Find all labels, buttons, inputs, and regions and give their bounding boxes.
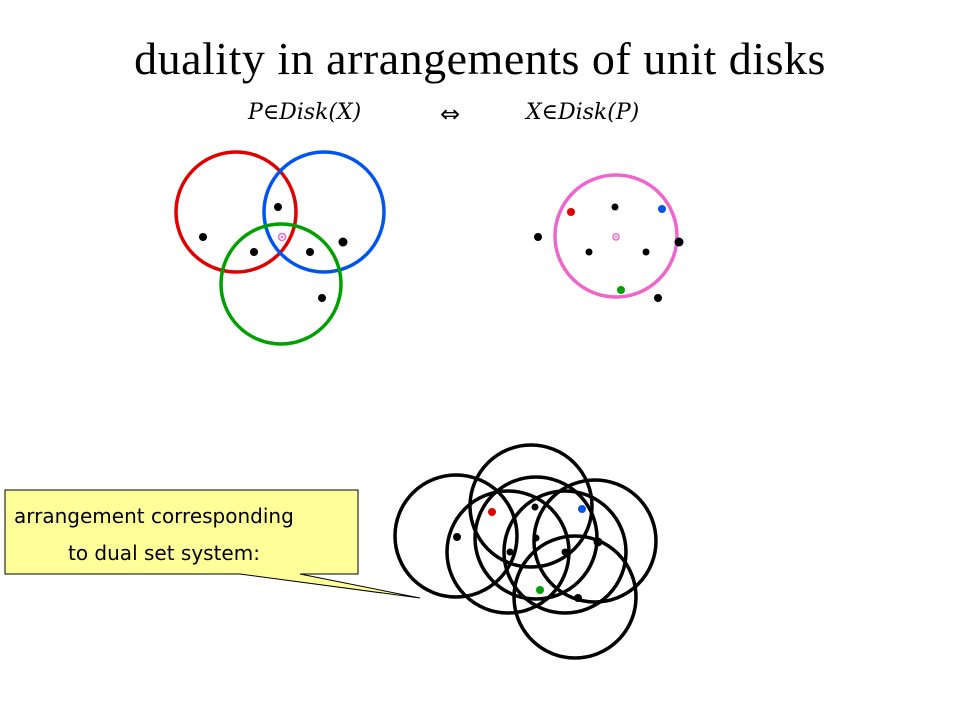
slide-title: duality in arrangements of unit disks — [134, 33, 826, 84]
point — [199, 233, 207, 241]
point — [593, 537, 603, 547]
callout-box — [4, 489, 421, 599]
unit-disk — [468, 443, 594, 569]
point — [654, 294, 662, 302]
pink-center-ring — [277, 232, 287, 242]
point — [534, 233, 542, 241]
pink-center-ring — [612, 233, 620, 241]
arrangement-points-group — [453, 503, 603, 602]
pink-center-dot — [615, 236, 617, 238]
point — [532, 534, 540, 542]
point — [674, 237, 684, 247]
primal-points-group — [199, 203, 348, 302]
pink-disk — [553, 173, 679, 299]
point — [585, 248, 593, 256]
formula-right-point: X — [526, 100, 542, 125]
formula-right-member-symbol: ∈ — [541, 100, 558, 125]
unit-disk — [445, 489, 571, 615]
point — [318, 294, 326, 302]
callout-line1: arrangement corresponding — [14, 504, 294, 528]
point — [506, 548, 514, 556]
formula-left-member-symbol: ∈ — [262, 100, 280, 125]
red-point — [488, 508, 496, 516]
arrangement-disks-group — [393, 443, 658, 660]
green-point — [536, 586, 544, 594]
formula-left-point: P — [248, 100, 263, 125]
formula-right: X∈Disk(P) — [526, 100, 639, 125]
point — [453, 533, 461, 541]
point — [531, 503, 539, 511]
blue-point — [658, 205, 666, 213]
point — [574, 594, 582, 602]
point — [642, 248, 650, 256]
red-disk — [174, 150, 298, 274]
point — [250, 248, 258, 256]
point — [611, 203, 619, 211]
formula-left: P∈Disk(X) — [248, 100, 361, 125]
point — [561, 548, 569, 556]
primal-center-point — [277, 232, 287, 242]
unit-disk — [502, 489, 628, 615]
point — [274, 203, 282, 211]
blue-point — [578, 505, 586, 513]
equivalence-symbol: ⇔ — [440, 100, 461, 128]
green-point — [617, 286, 625, 294]
point — [338, 237, 348, 247]
red-point — [567, 208, 575, 216]
green-disk — [219, 222, 343, 346]
unit-disk — [393, 473, 519, 599]
formula-left-func: Disk(X) — [279, 100, 362, 125]
unit-disk — [532, 478, 658, 604]
formula-right-func: Disk(P) — [557, 100, 640, 125]
unit-disk — [512, 534, 638, 660]
dual-points-group — [534, 203, 684, 302]
blue-disk — [262, 150, 386, 274]
pink-center-dot — [280, 235, 284, 239]
callout-line2: to dual set system: — [68, 541, 260, 565]
point — [306, 248, 314, 256]
primal-disks-group — [174, 150, 386, 346]
